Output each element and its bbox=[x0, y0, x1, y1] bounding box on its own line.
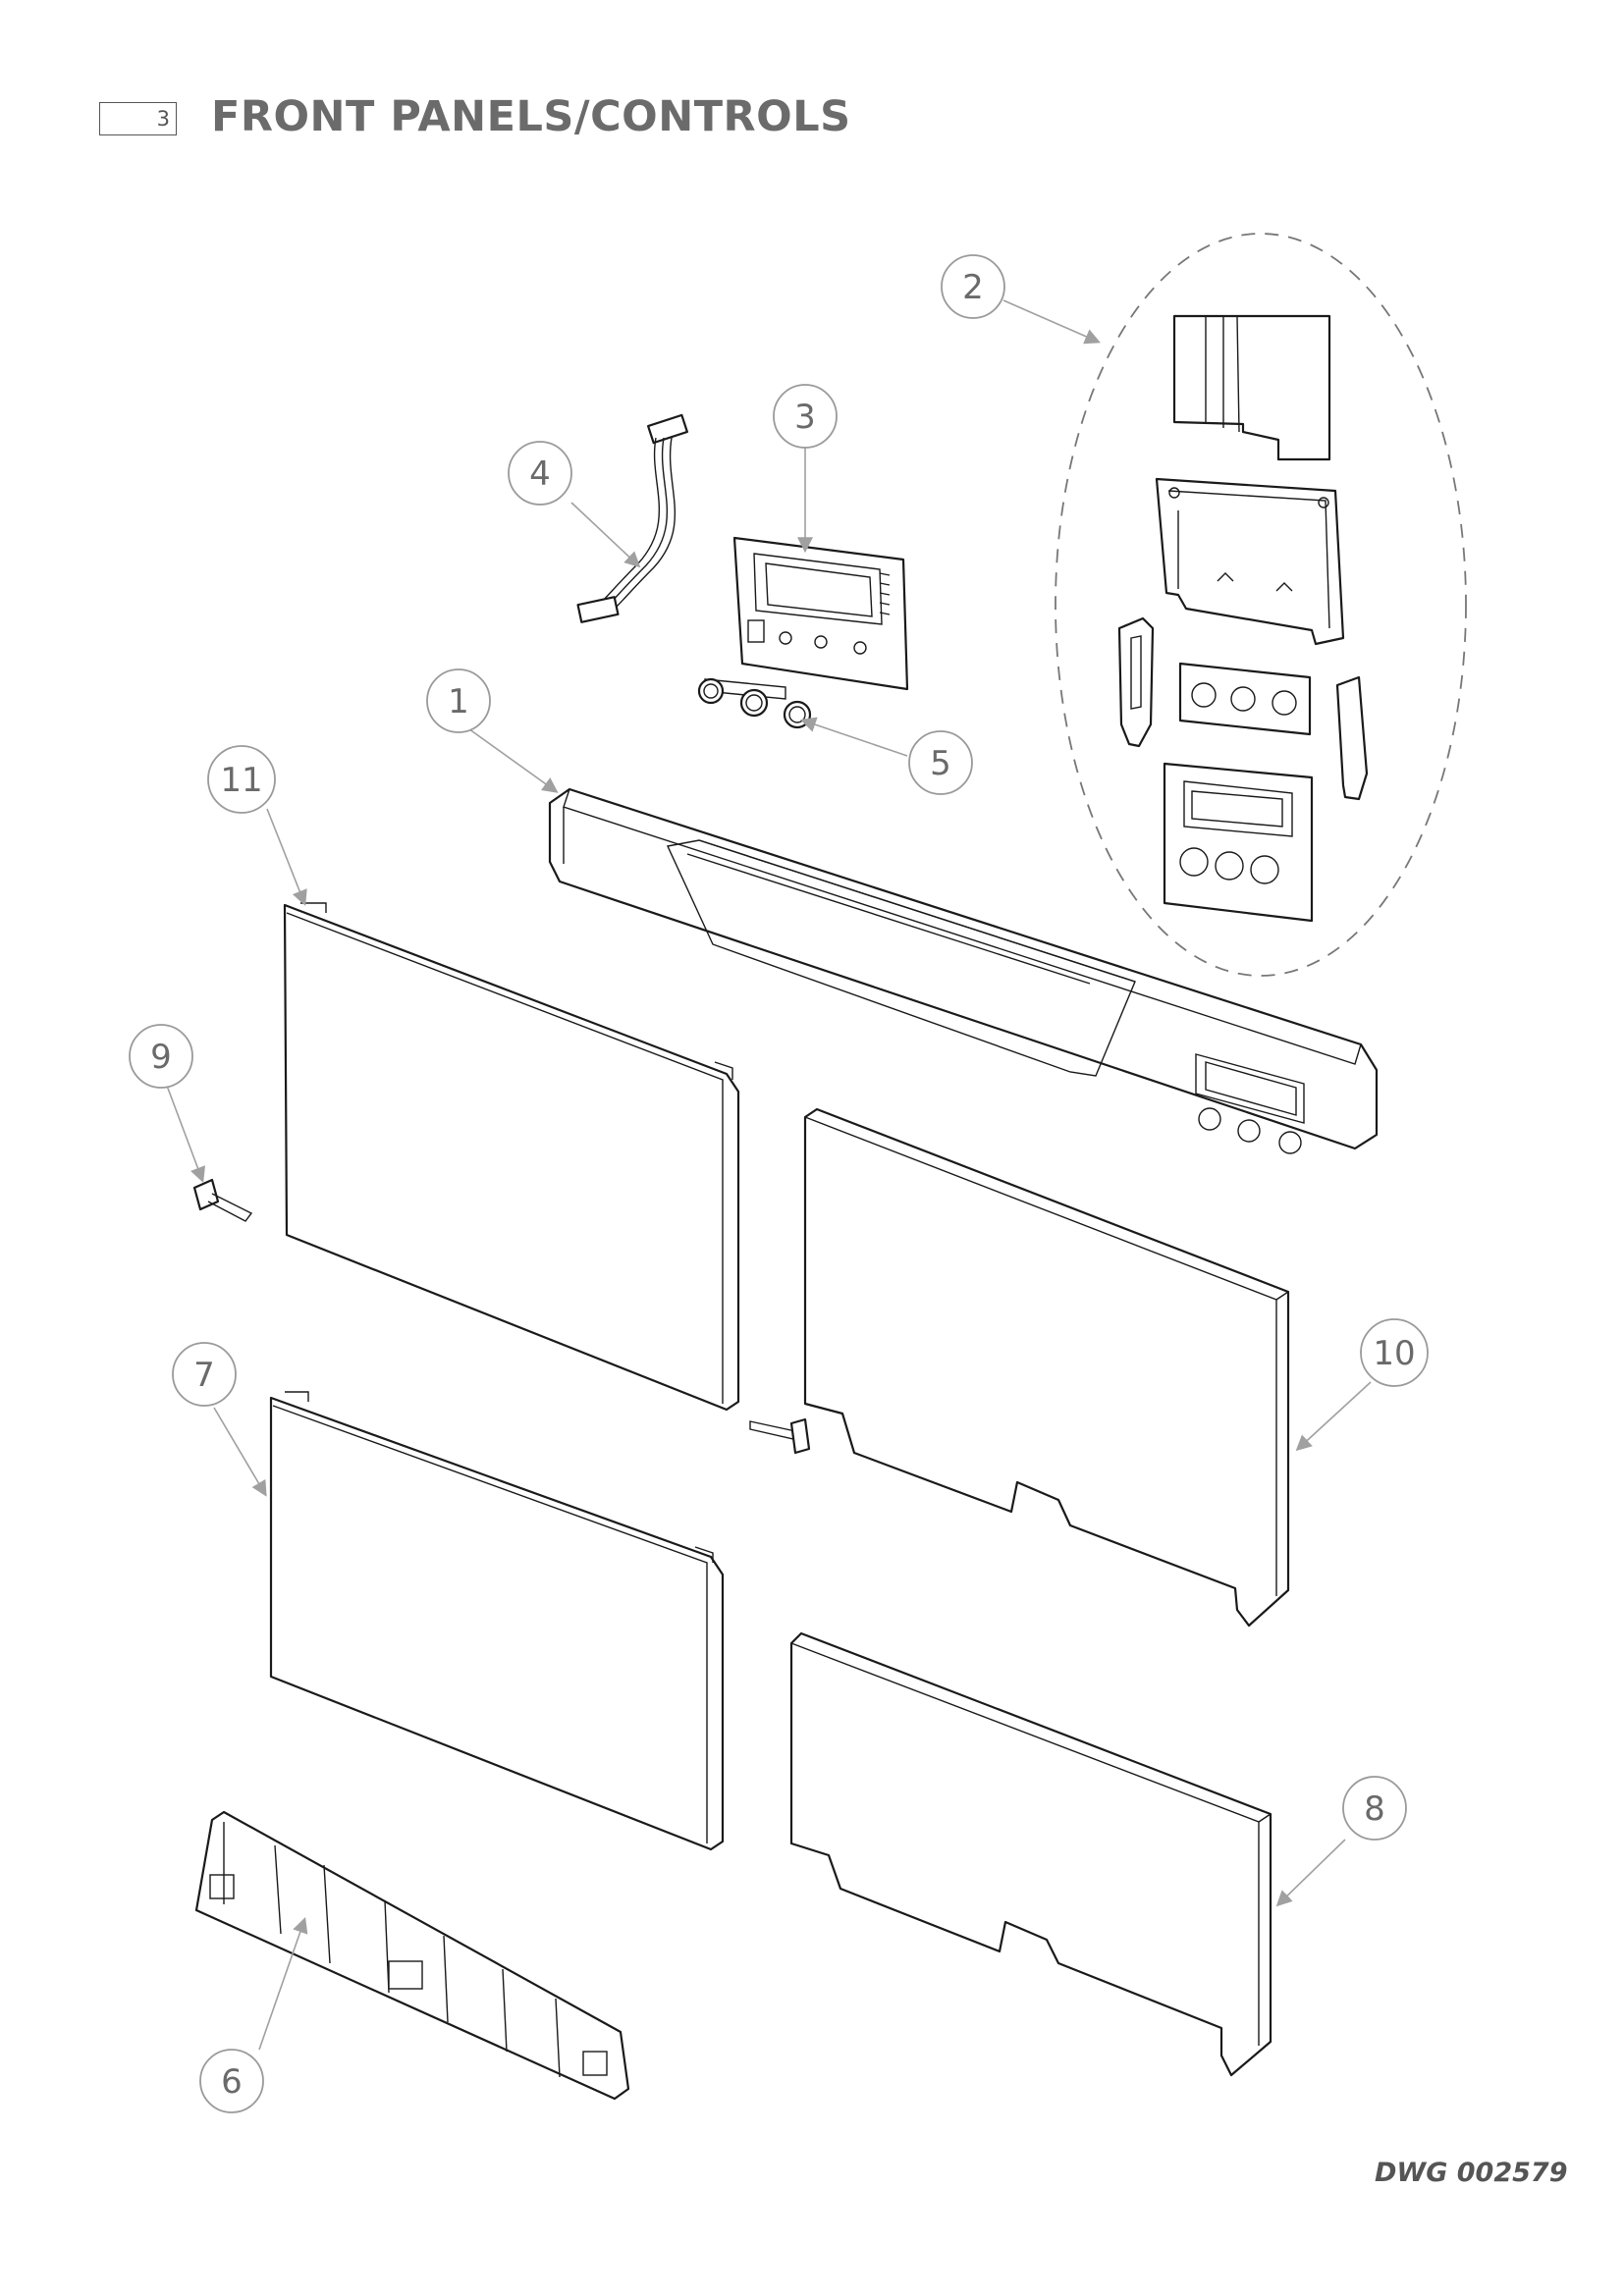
callout-5: 5 bbox=[908, 730, 973, 795]
svg-text:5: 5 bbox=[930, 744, 951, 783]
svg-text:8: 8 bbox=[1364, 1789, 1385, 1829]
leader-5 bbox=[799, 717, 908, 757]
part-2-control-assembly bbox=[1055, 233, 1467, 977]
leader-6 bbox=[258, 1916, 308, 2051]
part-1-control-fascia bbox=[548, 787, 1379, 1154]
svg-text:11: 11 bbox=[220, 761, 262, 800]
callout-9: 9 bbox=[129, 1024, 193, 1089]
part-8-lower-door-panel bbox=[789, 1631, 1272, 2077]
callout-2: 2 bbox=[941, 254, 1005, 319]
leader-8 bbox=[1275, 1839, 1346, 1907]
part-5-button-set bbox=[697, 677, 812, 729]
leader-1 bbox=[464, 725, 559, 793]
callout-6: 6 bbox=[199, 2049, 264, 2113]
callout-7: 7 bbox=[172, 1342, 237, 1407]
leader-4 bbox=[570, 502, 641, 568]
leader-11 bbox=[266, 808, 307, 906]
leader-7 bbox=[213, 1407, 267, 1497]
part-11-upper-drawer-front bbox=[283, 902, 740, 1412]
part-7-lower-drawer-front bbox=[269, 1391, 725, 1851]
callout-4: 4 bbox=[508, 441, 572, 506]
svg-text:4: 4 bbox=[529, 454, 551, 494]
svg-text:3: 3 bbox=[794, 398, 816, 437]
part-9-screw bbox=[192, 1178, 253, 1222]
part-3-display-pcb bbox=[732, 536, 909, 691]
svg-text:1: 1 bbox=[448, 682, 469, 721]
callout-11: 11 bbox=[207, 745, 276, 814]
callout-10: 10 bbox=[1360, 1318, 1429, 1387]
svg-text:2: 2 bbox=[962, 268, 984, 307]
page-title: FRONT PANELS/CONTROLS bbox=[211, 92, 851, 141]
drawing-number: DWG 002579 bbox=[1375, 2158, 1568, 2188]
callout-1: 1 bbox=[426, 668, 491, 733]
section-number-box: 3 bbox=[99, 102, 177, 135]
svg-text:10: 10 bbox=[1373, 1334, 1415, 1373]
part-10-upper-door-panel bbox=[803, 1107, 1290, 1628]
svg-text:9: 9 bbox=[150, 1038, 172, 1077]
screw-fastener bbox=[749, 1417, 811, 1455]
leader-2 bbox=[1002, 299, 1101, 345]
callout-8: 8 bbox=[1342, 1776, 1407, 1841]
callout-3: 3 bbox=[773, 384, 838, 449]
part-6-kickplate bbox=[194, 1810, 630, 2101]
part-4-wire-harness bbox=[576, 413, 689, 623]
section-number: 3 bbox=[156, 107, 170, 131]
svg-text:7: 7 bbox=[193, 1356, 215, 1395]
leader-9 bbox=[166, 1085, 205, 1183]
svg-text:6: 6 bbox=[221, 2062, 243, 2102]
leader-10 bbox=[1295, 1381, 1372, 1452]
